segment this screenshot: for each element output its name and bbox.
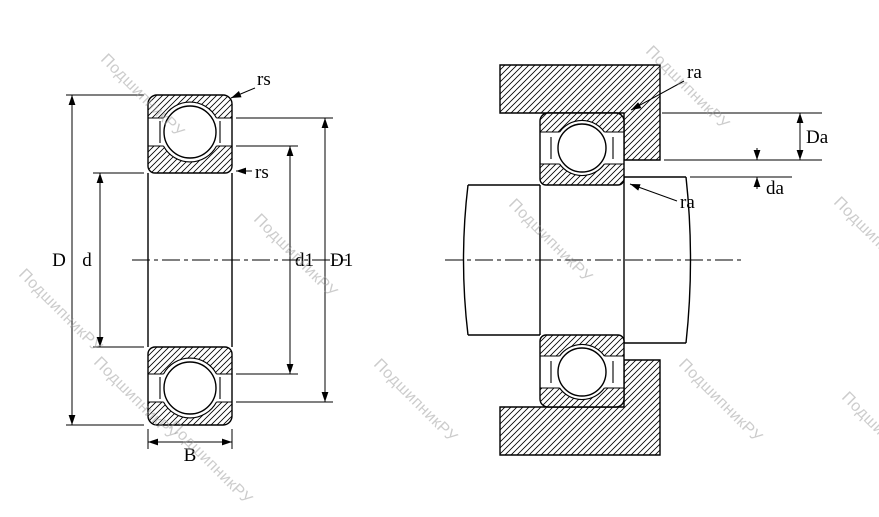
watermark-text: ПодшипникРУ (250, 211, 340, 301)
dimension-d: d (82, 172, 144, 348)
cage-lines (550, 361, 614, 383)
ball (163, 361, 217, 415)
label-rs-inner: rs (255, 162, 269, 183)
shaft-break-right (685, 176, 692, 344)
dimension-D1: D1 (236, 117, 353, 403)
dimension-da: da (690, 148, 792, 199)
raceway-grooves (559, 343, 605, 401)
label-da: da (766, 178, 785, 199)
watermark-text: ПодшипникРУ (830, 194, 879, 284)
label-d1: d1 (295, 250, 314, 271)
callout-rs-inner: rs (236, 162, 269, 183)
bearing-section-top (147, 94, 233, 174)
shaft (462, 176, 692, 344)
cage-lines (159, 121, 221, 143)
ball (557, 347, 607, 397)
raceway-grooves (163, 357, 217, 419)
label-B: B (184, 445, 197, 466)
ball (557, 123, 607, 173)
bearing-section-bottom (539, 334, 625, 408)
raceway-grooves (559, 119, 605, 177)
bearing-faces (147, 173, 233, 347)
watermark-text: ПодшипникРУ (15, 266, 105, 356)
watermark-text: ПодшипникРУ (505, 196, 595, 286)
dimension-B: B (147, 429, 233, 466)
dimension-Da: Da (662, 112, 829, 161)
bearing-section-top (539, 112, 625, 186)
cage-lines (550, 137, 614, 159)
ball (163, 105, 217, 159)
watermark-text: ПодшипникРУ (165, 418, 255, 508)
label-ra-shaft: ra (680, 192, 695, 213)
label-d: d (82, 250, 92, 271)
dimension-D: D (52, 94, 144, 426)
mounting-view: ra ra Da da (445, 62, 829, 456)
bearing-section-bottom (147, 346, 233, 426)
label-D: D (52, 250, 66, 271)
raceway-grooves (163, 101, 217, 163)
label-D1: D1 (330, 250, 353, 271)
watermark-text: ПодшипникРУ (838, 389, 879, 479)
cross-section-view: D d d1 D1 B rs (52, 69, 353, 466)
watermark-text: ПодшипникРУ (675, 356, 765, 446)
shaft-break-left (462, 184, 469, 336)
label-ra-housing: ra (687, 62, 702, 83)
callout-ra-shaft: ra (629, 183, 695, 213)
cage-lines (159, 377, 221, 399)
dimension-d1: d1 (236, 145, 314, 375)
watermark-text: ПодшипникРУ (370, 356, 460, 446)
callout-ra-housing: ra (630, 62, 702, 111)
callout-rs-outer: rs (230, 69, 271, 99)
label-rs-outer: rs (257, 69, 271, 90)
label-Da: Da (806, 127, 829, 148)
